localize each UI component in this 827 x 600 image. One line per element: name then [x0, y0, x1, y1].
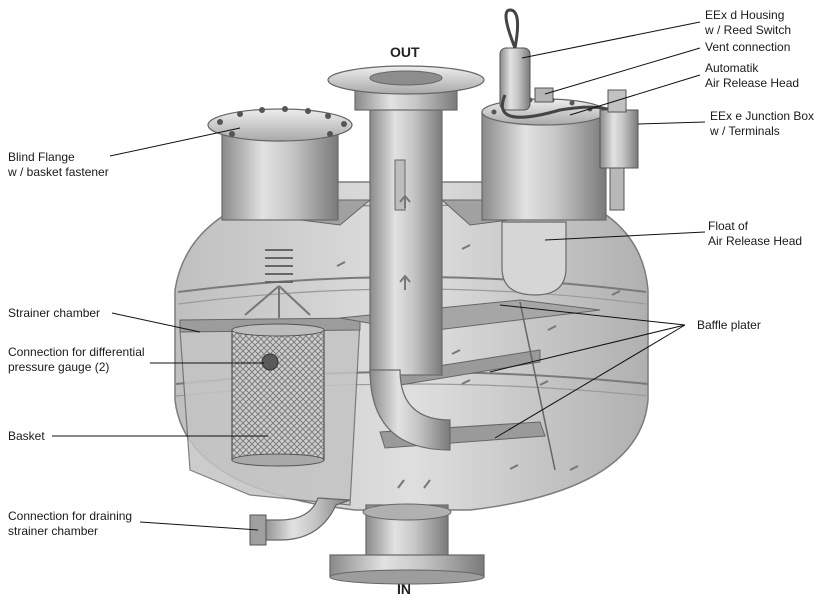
in-label: IN — [397, 581, 411, 597]
basket-mesh — [231, 329, 325, 461]
leader-baffle-3 — [494, 324, 686, 439]
vent-valve-handle — [394, 159, 406, 211]
outlet-flange-bore — [369, 70, 443, 86]
basket-spring — [265, 249, 293, 283]
leader-automatik — [569, 74, 701, 116]
flow-arrows — [336, 194, 621, 489]
baffle-label: Baffle plater — [697, 318, 761, 332]
leader-baffle-2 — [489, 324, 686, 373]
vent-connection-label: Vent connection — [705, 40, 791, 54]
junction-box-base — [609, 167, 625, 211]
basket-top — [231, 323, 325, 337]
basket-bottom — [231, 453, 325, 467]
leader-vent — [544, 47, 701, 95]
blind-flange-neck — [221, 129, 339, 221]
out-label: OUT — [390, 44, 420, 60]
leader-float — [544, 231, 706, 241]
leader-eex-d — [521, 21, 701, 59]
inlet-elbow — [369, 369, 451, 451]
leader-draining — [139, 521, 259, 531]
blind-flange-bolts — [217, 106, 347, 137]
inner-strut — [519, 301, 556, 471]
air-release-head — [481, 111, 607, 221]
float — [501, 221, 567, 296]
leader-baffle-1 — [499, 304, 686, 326]
basket-fastener-legs — [244, 285, 311, 318]
inlet-flange-bottom — [329, 569, 485, 585]
outlet-pipe — [369, 94, 443, 376]
blind-flange — [207, 108, 353, 142]
leader-junction — [637, 121, 706, 125]
diff-pressure-port — [261, 353, 279, 371]
inlet-flange-top — [362, 503, 452, 521]
leader-lines — [52, 21, 706, 531]
leader-blind-flange — [109, 127, 241, 157]
reed-switch-cable — [504, 8, 520, 49]
drain-pipe — [261, 497, 351, 541]
vent-connection — [534, 87, 554, 103]
basket-label: Basket — [8, 429, 45, 443]
eex-e-junction-box — [599, 109, 639, 169]
strainer-chamber-label: Strainer chamber — [8, 306, 101, 320]
leader-strainer — [111, 312, 201, 333]
